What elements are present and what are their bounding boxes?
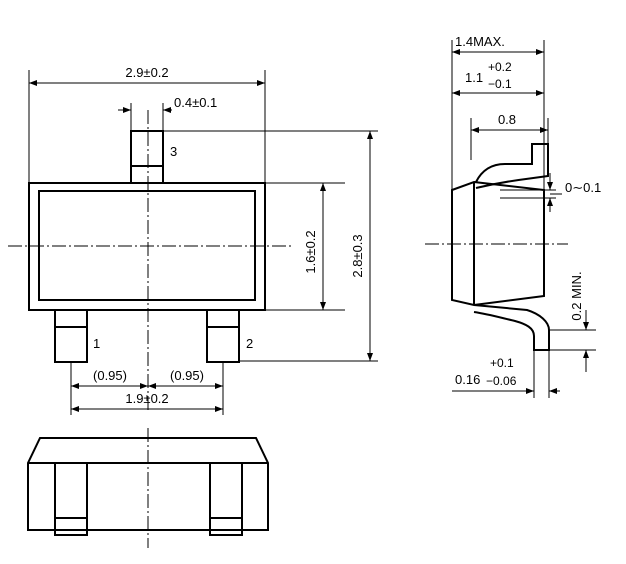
lead-width-dimension: 0.4±0.1 — [118, 95, 217, 131]
side-lead-lower — [473, 304, 550, 351]
lead-thickness-minus: −0.06 — [486, 374, 517, 388]
overall-height-label: 2.8±0.3 — [350, 234, 365, 277]
pitch-dimension: (0.95) (0.95) — [70, 362, 224, 415]
lead-span-label: 1.9±0.2 — [125, 391, 168, 406]
lead-width-label: 0.4±0.1 — [174, 95, 217, 110]
lead-foot-label: 0.2 MIN. — [569, 271, 584, 320]
lead-2 — [206, 309, 240, 363]
pitch-right-label: (0.95) — [170, 368, 204, 383]
body-thickness-plus: +0.2 — [488, 60, 512, 74]
lead-3 — [130, 130, 164, 184]
lead-1 — [54, 309, 88, 363]
side-lead-upper — [475, 143, 549, 189]
pitch-left-label: (0.95) — [93, 368, 127, 383]
body-thickness-minus: −0.1 — [488, 77, 512, 91]
lead-thickness-base: 0.16 — [455, 372, 480, 387]
package-body-inner — [38, 190, 256, 301]
lead-span-dimension: 1.9±0.2 — [71, 391, 223, 412]
side-view: 1.4MAX. 1.1 +0.2 −0.1 0.8 — [425, 34, 601, 398]
standoff-dimension: 0∼0.1 — [500, 173, 601, 212]
lead-thickness-dimension: 0.16 +0.1 −0.06 — [452, 350, 560, 398]
lead-thickness-plus: +0.1 — [490, 356, 514, 370]
width-dimension: 2.9±0.2 — [28, 65, 266, 183]
standoff-label: 0∼0.1 — [565, 180, 601, 195]
lead-length-label: 0.8 — [498, 112, 516, 127]
body-height-label: 1.6±0.2 — [303, 230, 318, 273]
overall-height-dimension: 2.8±0.3 — [163, 130, 378, 362]
max-height-label: 1.4MAX. — [455, 34, 505, 49]
lead-foot-dimension: 0.2 MIN. — [549, 271, 596, 372]
front-view — [27, 428, 269, 548]
top-view: 3 1 2 2.9±0.2 0.4±0.1 — [8, 65, 378, 415]
body-thickness-base: 1.1 — [465, 70, 483, 85]
front-lead-left — [54, 462, 88, 536]
pin-2-label: 2 — [246, 336, 253, 351]
pin-1-label: 1 — [93, 336, 100, 351]
width-label: 2.9±0.2 — [125, 65, 168, 80]
body-thickness-dimension: 1.1 +0.2 −0.1 — [452, 60, 545, 190]
front-lead-right — [209, 462, 243, 536]
body-height-dimension: 1.6±0.2 — [265, 182, 345, 311]
pin-3-label: 3 — [170, 144, 177, 159]
lead-length-dimension: 0.8 — [470, 112, 549, 160]
